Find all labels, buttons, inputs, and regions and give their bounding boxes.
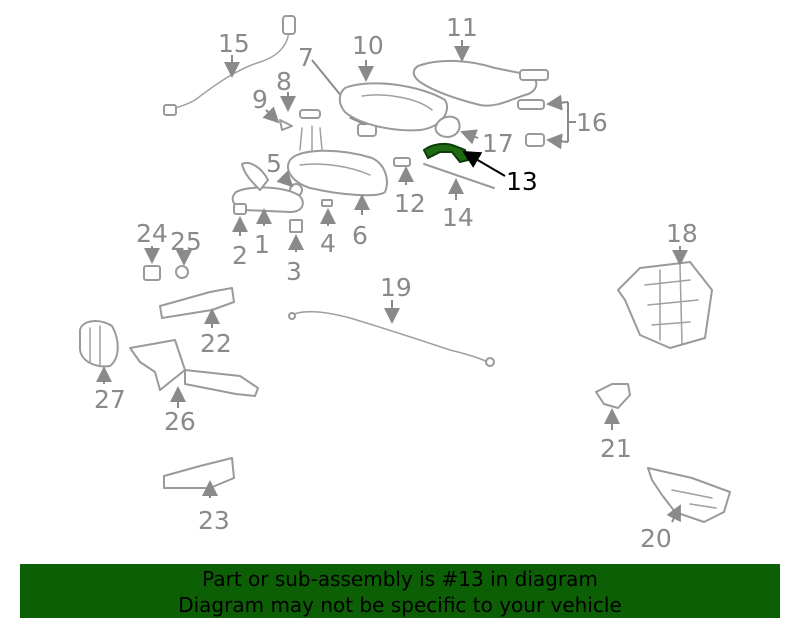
callout-5: 5 [266,149,282,178]
part-10-handle-bezel [338,60,448,132]
part-6-outer-handle [287,125,388,215]
part-14-rod [423,163,495,200]
callout-2: 2 [232,241,248,270]
callout-22: 22 [200,329,232,358]
part-15-wire-harness [163,15,296,116]
callout-25: 25 [170,227,202,256]
part-9-clip [262,106,293,131]
callout-17: 17 [482,129,514,158]
callout-12: 12 [394,189,426,218]
part-26-hinge-check [129,339,259,408]
callout-23: 23 [198,506,230,535]
part-3-pad [288,219,304,252]
part-4-clip [320,199,336,226]
callout-16: 16 [576,108,608,137]
part-11-handle-assembly [412,40,549,107]
callout-1: 1 [254,230,270,259]
callout-4: 4 [320,229,336,258]
callout-9: 9 [252,85,268,114]
part-22-door-check [159,287,235,328]
callout-27: 27 [94,385,126,414]
callout-8: 8 [276,67,292,96]
part-23-hinge [163,457,235,498]
callout-21: 21 [600,434,632,463]
part-13-link-rod-highlighted [422,142,506,177]
part-17-cap [434,115,479,145]
callout-6: 6 [352,221,368,250]
part-8-pin [280,92,321,119]
banner-line-1: Part or sub-assembly is #13 in diagram [202,567,598,591]
part-21-striker [595,383,631,430]
callout-15: 15 [218,29,250,58]
callout-10: 10 [352,31,384,60]
part-2-clip [232,203,248,236]
part-25-nut [175,250,192,279]
callout-26: 26 [164,407,196,436]
callout-3: 3 [286,257,302,286]
callout-7: 7 [298,43,314,72]
part-19-cable [288,300,495,367]
callout-14: 14 [442,203,474,232]
part-20-striker-plate [647,467,731,523]
part-24-bolt [143,246,161,281]
callout-20: 20 [640,524,672,553]
callout-24: 24 [136,219,168,248]
parts-diagram: 15 8 9 7 10 11 16 17 [79,13,731,553]
part-16-lock-parts [517,94,576,150]
callout-11: 11 [446,13,478,42]
part-18-latch-assembly [617,246,713,349]
callout-18: 18 [666,219,698,248]
callout-19: 19 [380,273,412,302]
banner-line-2: Diagram may not be specific to your vehi… [178,593,622,617]
notice-banner: Part or sub-assembly is #13 in diagram D… [20,564,780,618]
part-1-inner-handle [231,162,304,226]
part-12-bracket [393,157,414,185]
part-27-boot [79,320,119,384]
callout-13: 13 [506,167,538,196]
